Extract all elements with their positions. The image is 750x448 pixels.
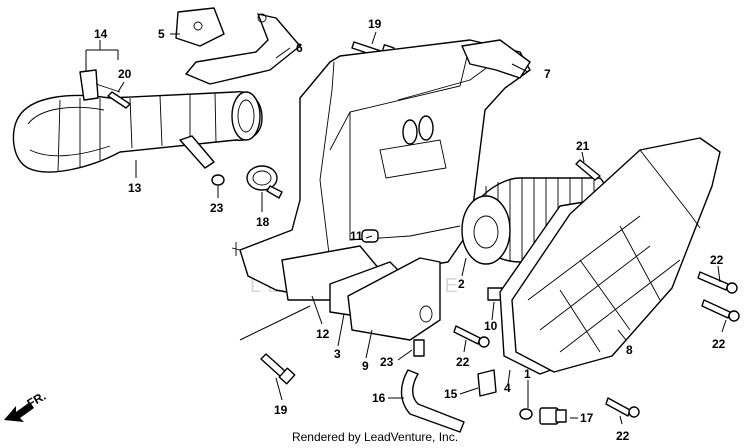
callout-22-right-upper: 22 xyxy=(710,253,724,267)
credit-footer: Rendered by LeadVenture, Inc. xyxy=(291,430,459,444)
callout-11: 11 xyxy=(350,229,363,243)
o-ring-part-1 xyxy=(519,408,533,420)
intake-tube-part-13 xyxy=(12,91,263,173)
screw-part-20 xyxy=(107,91,131,109)
callout-19-upper: 19 xyxy=(368,17,382,31)
callout-18: 18 xyxy=(256,215,270,229)
callout-8: 8 xyxy=(626,343,633,357)
callout-1: 1 xyxy=(524,367,531,381)
plug-part-17 xyxy=(539,407,567,425)
screw-part-22-bottom xyxy=(605,397,640,418)
screw-part-21 xyxy=(575,159,601,181)
plug-part-23-lower xyxy=(413,339,425,357)
clip-part-15 xyxy=(477,369,497,397)
callout-22-center: 22 xyxy=(456,355,470,369)
callout-12: 12 xyxy=(316,327,330,341)
bolt-part-19-lower xyxy=(260,353,296,385)
clip-part-23-upper xyxy=(211,174,225,186)
callout-20: 20 xyxy=(118,67,132,81)
front-direction-arrow: FR. xyxy=(4,389,48,422)
callout-17: 17 xyxy=(580,411,594,425)
drain-tube-part-16 xyxy=(400,369,465,433)
callout-13: 13 xyxy=(128,181,142,195)
callout-10: 10 xyxy=(484,319,498,333)
screw-part-22-right-lower xyxy=(701,299,740,322)
callout-16: 16 xyxy=(372,391,386,405)
callout-14: 14 xyxy=(94,27,108,41)
callout-23-lower: 23 xyxy=(380,355,394,369)
bracket-part-5 xyxy=(175,7,225,47)
clamp-part-14 xyxy=(79,69,121,101)
stay-part-6 xyxy=(185,13,301,85)
callout-21: 21 xyxy=(576,139,590,153)
callout-9: 9 xyxy=(362,359,369,373)
callout-23-upper: 23 xyxy=(210,201,224,215)
duct-part-7 xyxy=(461,39,531,79)
air-cleaner-case xyxy=(231,39,531,301)
callout-3: 3 xyxy=(334,347,341,361)
leader-lines xyxy=(85,31,727,425)
cover-part-8 xyxy=(511,137,721,373)
callout-22-bottom: 22 xyxy=(616,429,630,443)
callout-15: 15 xyxy=(444,387,458,401)
callout-5: 5 xyxy=(158,27,165,41)
callout-6: 6 xyxy=(296,41,303,55)
callout-22-right-lower: 22 xyxy=(712,337,726,351)
callout-7: 7 xyxy=(544,67,551,81)
callout-19-lower: 19 xyxy=(274,403,288,417)
band-part-18 xyxy=(246,165,283,199)
chamber-part-9 xyxy=(347,257,441,341)
cap-part-11 xyxy=(361,229,379,243)
callout-4: 4 xyxy=(504,381,511,395)
callout-2: 2 xyxy=(458,277,465,291)
screw-part-22-right-upper xyxy=(697,271,738,294)
arrow-icon xyxy=(4,402,34,422)
screw-part-22-center xyxy=(453,325,490,348)
